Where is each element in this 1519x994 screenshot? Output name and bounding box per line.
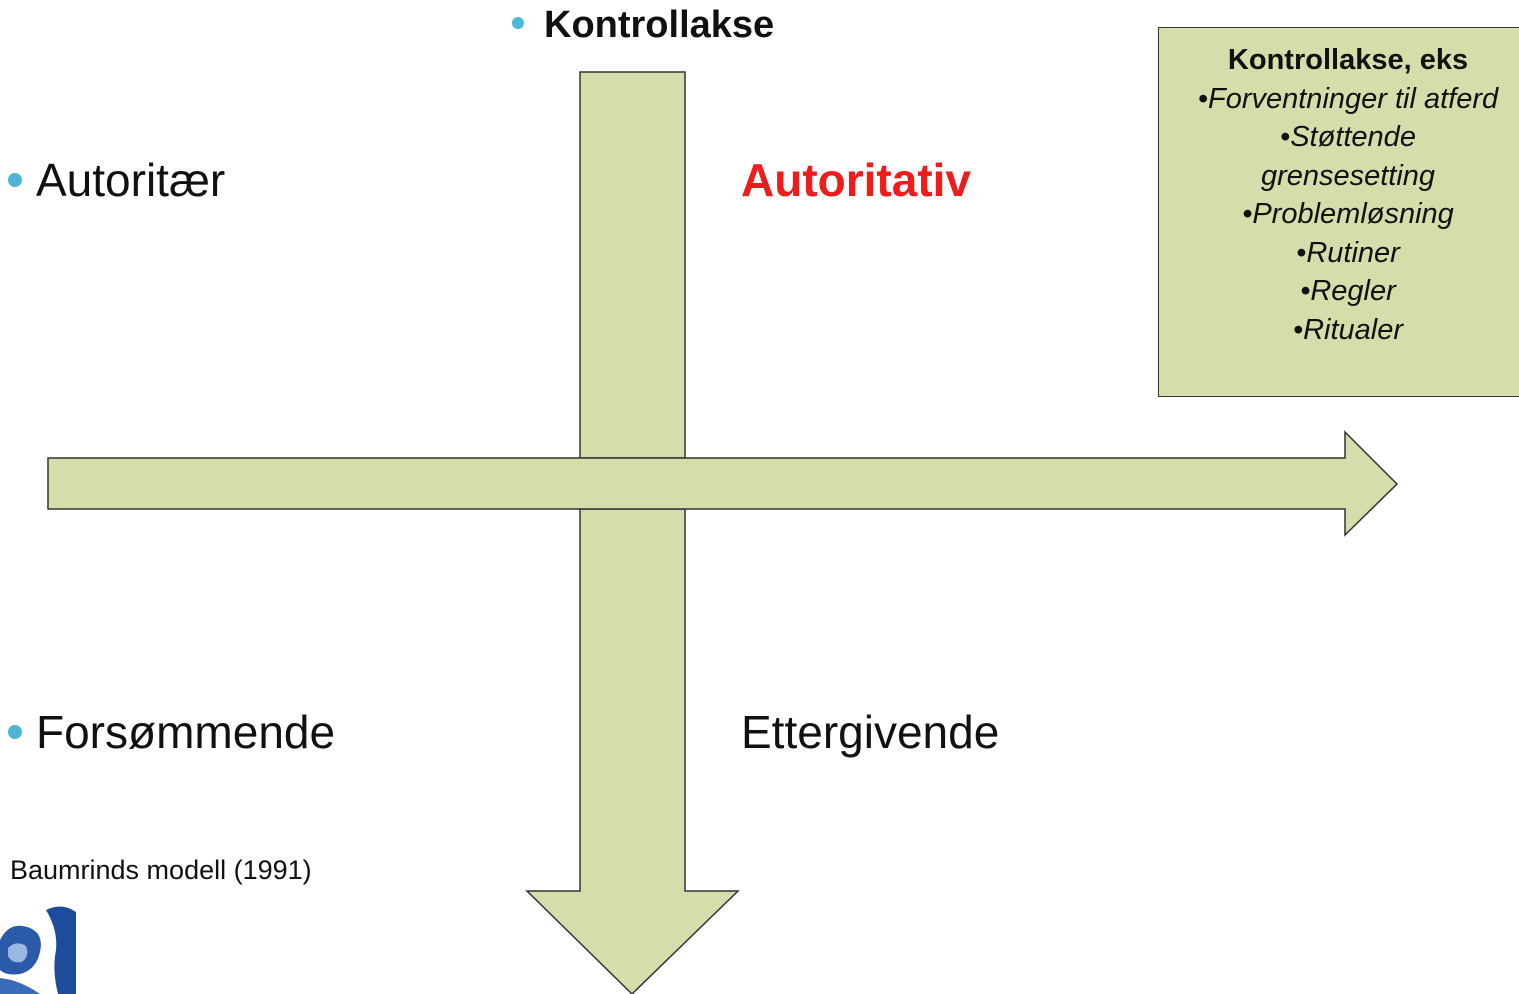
child-photo-logo-icon — [0, 900, 80, 994]
axis-crossing — [580, 458, 685, 509]
quadrant-bottom-right: Ettergivende — [741, 706, 1000, 758]
info-box: Kontrollakse, eks •Forventninger til atf… — [1158, 27, 1519, 397]
horizontal-axis-arrow — [47, 430, 1399, 537]
info-box-title: Kontrollakse, eks — [1227, 44, 1469, 76]
quadrant-bottom-left: Forsømmende — [8, 705, 335, 759]
info-box-item: •Ritualer — [1292, 313, 1404, 346]
info-box-item: •Støttende — [1280, 121, 1416, 153]
bullet-icon — [8, 724, 22, 739]
info-box-item: •Problemløsning — [1242, 198, 1454, 230]
bullet-icon — [8, 172, 22, 187]
bullet-icon — [512, 16, 524, 29]
caption: Baumrinds modell (1991) — [10, 855, 312, 885]
vertical-axis-arrow — [525, 71, 740, 994]
info-box-item: •Regler — [1300, 275, 1396, 307]
quadrant-top-right: Autoritativ — [741, 154, 971, 206]
info-box-item: •Forventninger til atferd — [1197, 82, 1499, 115]
axis-title: Kontrollakse — [512, 4, 774, 47]
info-box-item: grensesetting — [1260, 159, 1436, 192]
info-box-item: •Rutiner — [1296, 236, 1400, 269]
quadrant-top-left: Autoritær — [8, 153, 225, 207]
